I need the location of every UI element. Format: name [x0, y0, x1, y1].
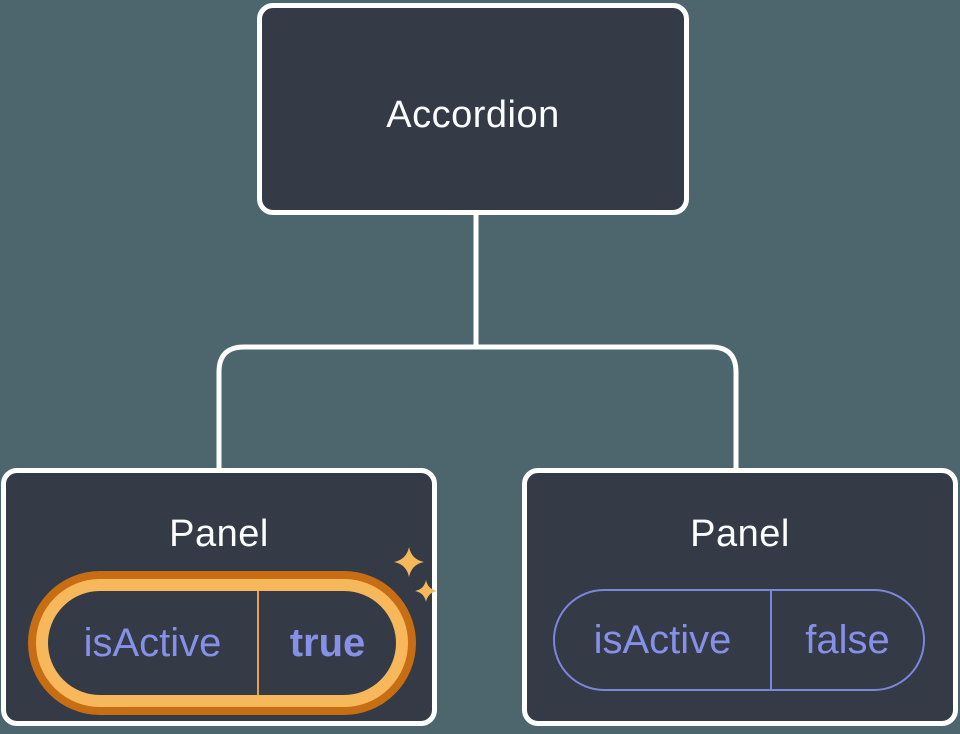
sparkle-small	[415, 580, 437, 602]
state-pill-inactive: isActive false	[553, 589, 925, 691]
panel-node-label: Panel	[690, 513, 790, 555]
state-value: true	[289, 620, 366, 665]
pill-divider	[257, 591, 259, 695]
sparkle-icon	[394, 547, 437, 602]
state-pill-active: isActive true	[36, 579, 408, 707]
state-key: isActive	[593, 617, 732, 662]
state-value: false	[805, 617, 890, 662]
pill-divider	[770, 591, 772, 689]
panel-node-label: Panel	[169, 513, 269, 555]
accordion-node: Accordion	[257, 3, 689, 215]
connector-branch	[216, 344, 739, 470]
state-key: isActive	[83, 620, 222, 665]
accordion-node-label: Accordion	[386, 94, 560, 136]
sparkle-large	[394, 547, 424, 577]
